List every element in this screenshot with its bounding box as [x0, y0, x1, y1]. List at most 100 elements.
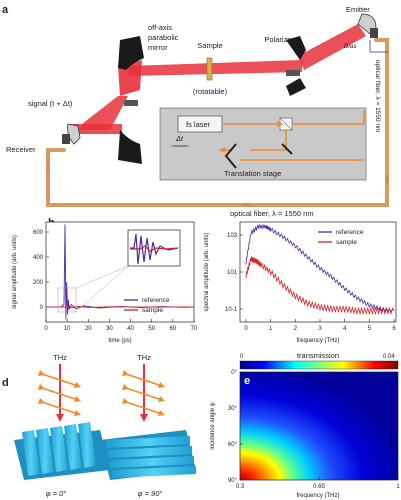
colorbar-max: 0.04 — [383, 354, 395, 360]
panel-c-xlabel: frequency (THz) — [296, 338, 339, 344]
panel-c-xtick-label: 3 — [318, 326, 322, 332]
emitter-label: Emitter — [346, 5, 370, 14]
panel-c-xtick-label: 2 — [294, 326, 298, 332]
receiver-label: Receiver — [6, 145, 36, 154]
panel-c-xtick-label: 0 — [244, 326, 248, 332]
panel-b-legend-reference: reference — [142, 297, 170, 304]
mirror-label-3: mirror — [148, 43, 168, 52]
stage-laser-paths — [218, 110, 365, 161]
mirror-label-1: off-axis — [148, 23, 172, 32]
left-grating — [14, 422, 110, 480]
optical-fiber — [46, 38, 389, 207]
polarizer-mount — [286, 70, 300, 76]
panel-c-legend-sample: sample — [336, 239, 357, 246]
panel-c-ylabel: spectral amplitude (arb. units) — [204, 232, 210, 311]
left-polarization-arrows — [37, 369, 82, 417]
panel-e-xlabel: frequency (THz) — [296, 493, 339, 499]
panel-b-xtick-label: 60 — [170, 326, 177, 332]
panel-b-ylabel: signal amplitude (arb. units) — [12, 235, 18, 309]
panel-b-series-sample — [46, 303, 195, 310]
panel-c-ytick-label: 10-1 — [225, 307, 238, 313]
emitter — [357, 13, 378, 38]
colorbar — [239, 360, 399, 370]
panel-b-xtick-label: 70 — [191, 326, 198, 332]
panel-b-legend: reference sample — [124, 297, 170, 314]
delta-t-label: Δt — [175, 134, 184, 143]
colorbar-title: transmission — [297, 351, 339, 360]
sample-plate — [206, 57, 213, 81]
panel-e-xtick-label: 0.65 — [313, 484, 325, 490]
panel-c-series-reference — [245, 223, 395, 314]
panel-c-xtick-label: 1 — [269, 326, 273, 332]
bias-label: Bias — [344, 43, 357, 50]
bias-wire — [369, 40, 388, 53]
panel-c-legend: reference sample — [318, 229, 364, 246]
stage-label: Translation stage — [224, 169, 281, 178]
right-polarization-arrows — [121, 369, 166, 417]
right-grating — [100, 430, 196, 480]
panel-b-xtick-label: 50 — [148, 326, 155, 332]
panel-e-ytick-label: 30° — [228, 406, 238, 412]
panel-c-plot — [245, 223, 395, 316]
polarizer-label: Polarizer — [264, 35, 294, 44]
panel-e: transmission 0 0.04 e 0.3 0.65 1 0° 30° 60° 90… — [210, 351, 400, 499]
panel-c-xtick-label: 6 — [392, 326, 396, 332]
retroreflector — [224, 143, 237, 169]
panel-b-inset-curves — [130, 233, 179, 265]
panel-c-ytick-label: 103 — [227, 233, 238, 239]
panel-b-zoom-line-2 — [75, 265, 129, 313]
stage-mirror — [281, 143, 293, 155]
panel-e-ylabel: incidence angle φ — [210, 402, 216, 449]
panel-b-xtick-label: 10 — [64, 326, 71, 332]
beam-splitter-diag — [279, 117, 293, 131]
right-mirror-lower — [286, 78, 306, 96]
mirror-label-2: parabolic — [148, 33, 179, 42]
panel-b-xtick-label: 40 — [127, 326, 134, 332]
panel-e-xtick-label: 1 — [396, 484, 400, 490]
heatmap — [240, 372, 398, 480]
panel-c-xtick-label: 4 — [343, 326, 347, 332]
panel-b-xtick-label: 30 — [106, 326, 113, 332]
sample-label: Sample — [197, 41, 222, 50]
panel-c-legend-reference: reference — [336, 229, 364, 236]
panel-e-ticks: 0.3 0.65 1 0° 30° 60° 90° — [228, 370, 400, 490]
panel-c-ytick-label: 101 — [227, 270, 238, 276]
fs-laser-label: fs laser — [186, 120, 211, 129]
panel-d-left: THz φ = 0° — [14, 353, 110, 498]
left-mirror-lower — [118, 130, 142, 164]
mirror-mount — [124, 100, 138, 106]
panel-b-xtick-label: 20 — [85, 326, 92, 332]
angle-left-label: φ = 0° — [46, 489, 67, 498]
thz-right-label: THz — [137, 353, 151, 362]
panel-b-zoom-box — [57, 287, 77, 313]
panel-b-ytick-label: 200 — [33, 280, 44, 286]
angle-right-label: φ = 90° — [138, 489, 163, 498]
receiver — [62, 123, 81, 145]
fiber-vertical-label: optical fiber, λ = 1550 nm — [374, 60, 381, 132]
panel-b-ytick-label: 400 — [33, 255, 44, 261]
panel-e-ytick-label: 60° — [228, 442, 238, 448]
sample-note: (rotatable) — [193, 87, 228, 96]
panel-b-legend-sample: sample — [142, 307, 163, 314]
signal-label: signal (t + Δt) — [28, 99, 73, 108]
right-mirror-upper — [286, 36, 306, 60]
panel-b-zoom-line-1 — [75, 265, 129, 289]
panel-a: a — [2, 4, 389, 218]
panel-e-ytick-label: 0° — [231, 370, 237, 376]
panel-b-ytick-label: 0 — [40, 305, 44, 311]
panel-c-xtick-label: 5 — [368, 326, 372, 332]
panel-e-ytick-label: 90° — [228, 478, 238, 484]
panel-c-series-sample — [245, 256, 395, 316]
panel-d-label: d — [2, 377, 9, 389]
panel-c-ticks: 0 1 2 3 4 5 6 10-1 101 103 — [225, 233, 396, 332]
panel-a-label: a — [2, 4, 9, 16]
colorbar-min: 0 — [240, 354, 244, 360]
panel-e-label: e — [244, 375, 250, 387]
panel-d-right: THz φ = 90° — [100, 353, 196, 498]
panel-b-plot — [46, 224, 195, 320]
panel-e-xtick-label: 0.3 — [236, 484, 245, 490]
